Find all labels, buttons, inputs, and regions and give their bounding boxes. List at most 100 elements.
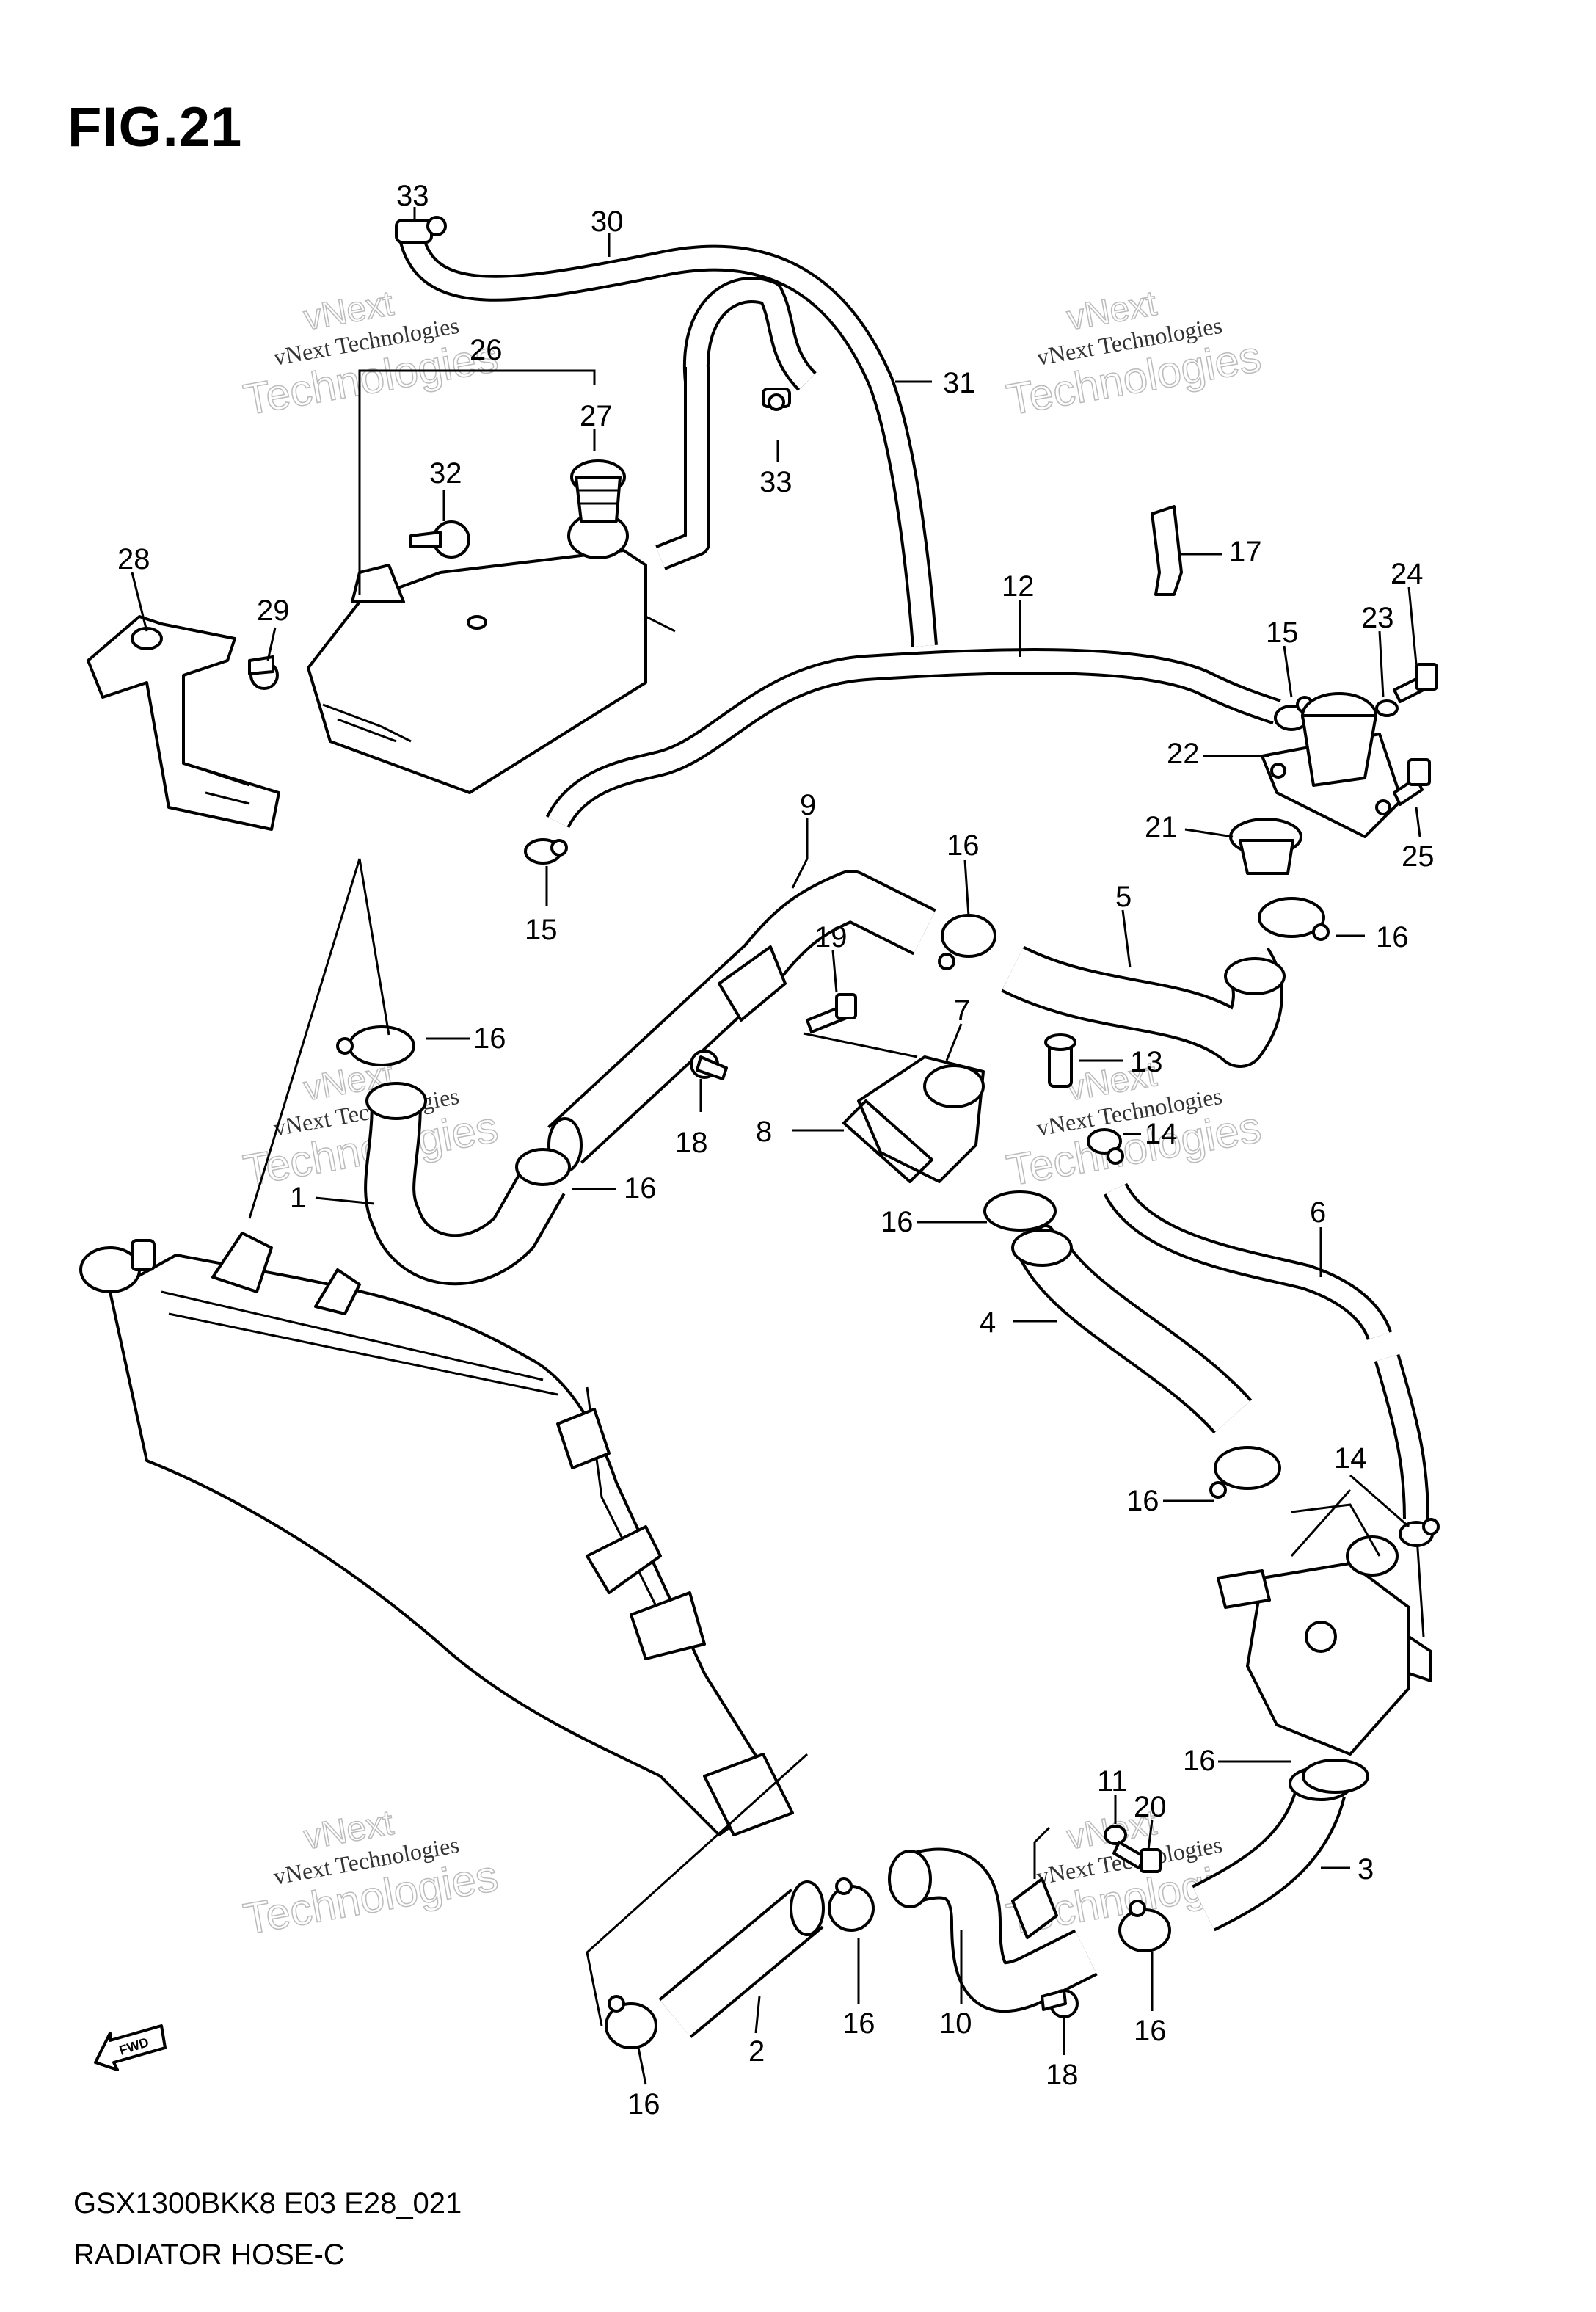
leader-lines-tank bbox=[131, 207, 932, 661]
leader-lines-pump bbox=[1013, 1227, 1410, 1763]
clamp-15-right bbox=[1274, 696, 1313, 731]
clamp-16-hose5 bbox=[1258, 897, 1330, 941]
bracket-28 bbox=[87, 615, 280, 831]
figure-title: FIG.21 bbox=[68, 96, 243, 159]
leader-lines-lower bbox=[586, 1753, 1350, 2085]
water-pump bbox=[1217, 1503, 1432, 1756]
callout-16h: 16 bbox=[1134, 2015, 1167, 2047]
callout-20: 20 bbox=[1134, 1791, 1167, 1823]
tank-breather-tube bbox=[655, 367, 710, 570]
bolt-19 bbox=[806, 993, 857, 1033]
radiator bbox=[79, 1232, 794, 1836]
callout-9: 9 bbox=[800, 789, 816, 821]
callout-27: 27 bbox=[580, 400, 613, 432]
o-ring-8 bbox=[842, 1099, 933, 1183]
clamp-14-upper bbox=[1087, 1128, 1124, 1165]
leader-lines-hose1 bbox=[248, 858, 616, 1219]
hose-10 bbox=[888, 1847, 1098, 2013]
figure-caption: RADIATOR HOSE-C bbox=[73, 2239, 345, 2271]
hose-2 bbox=[658, 1880, 825, 2038]
callout-16f: 16 bbox=[1126, 1485, 1159, 1517]
callout-23: 23 bbox=[1361, 602, 1394, 634]
callout-14b: 14 bbox=[1334, 1442, 1367, 1475]
callout-7: 7 bbox=[954, 995, 970, 1027]
bolt-20 bbox=[1112, 1841, 1162, 1873]
callout-3: 3 bbox=[1358, 1853, 1374, 1886]
clamp-16-hose9 bbox=[938, 914, 996, 970]
callout-16d: 16 bbox=[624, 1172, 657, 1204]
thermostat-cover-22 bbox=[1261, 692, 1403, 838]
watermark-2: Technologies vNext Technologies vNext bbox=[1002, 283, 1265, 425]
callout-18b: 18 bbox=[1046, 2059, 1079, 2091]
callout-16i: 16 bbox=[842, 2007, 875, 2040]
water-outlet-7 bbox=[857, 1055, 985, 1183]
callout-15a: 15 bbox=[1266, 617, 1299, 649]
callout-24: 24 bbox=[1391, 558, 1424, 590]
leader-lines-upper-right bbox=[545, 553, 1421, 906]
callout-11: 11 bbox=[1097, 1765, 1128, 1797]
clamp-16-hose1-top bbox=[336, 1025, 415, 1066]
watermark-4: Technologies vNext Technologies vNext bbox=[1002, 1054, 1265, 1196]
callout-10: 10 bbox=[939, 2007, 972, 2040]
hose-4 bbox=[1011, 1229, 1253, 1434]
hose-9 bbox=[547, 870, 936, 1173]
bolt-18-upper bbox=[690, 1050, 728, 1080]
washer-11 bbox=[1104, 1825, 1127, 1845]
callout-30: 30 bbox=[591, 206, 624, 238]
callout-33b: 33 bbox=[759, 466, 792, 498]
callout-4: 4 bbox=[980, 1306, 996, 1339]
thermostat-21 bbox=[1229, 818, 1302, 875]
bolt-25 bbox=[1393, 758, 1431, 806]
hose-9-bracket bbox=[718, 945, 787, 1022]
callout-16j: 16 bbox=[627, 2088, 660, 2120]
clamp-16-hose10 bbox=[1118, 1900, 1171, 1952]
clamp-16-pump-top bbox=[1209, 1446, 1281, 1499]
callout-18a: 18 bbox=[675, 1127, 708, 1159]
bolt-24 bbox=[1393, 663, 1438, 703]
callout-14a: 14 bbox=[1145, 1118, 1178, 1150]
clamp-33-lower bbox=[762, 388, 791, 411]
clamp-16-hose3 bbox=[1302, 1759, 1369, 1794]
bolt-29 bbox=[248, 655, 279, 690]
callout-22: 22 bbox=[1167, 738, 1200, 770]
callout-28: 28 bbox=[117, 543, 150, 575]
fwd-arrow: FWD bbox=[94, 2024, 167, 2071]
reservoir-cap-27 bbox=[570, 459, 626, 523]
callout-12: 12 bbox=[1002, 570, 1035, 603]
callout-29: 29 bbox=[257, 595, 290, 627]
watermark-5: Technologies vNext Technologies vNext bbox=[239, 1803, 502, 1944]
reservoir-tank bbox=[307, 512, 676, 794]
hose-1 bbox=[364, 1082, 566, 1286]
hose-6 bbox=[1103, 1182, 1429, 1520]
callout-16c: 16 bbox=[473, 1022, 506, 1055]
callout-19: 19 bbox=[815, 921, 848, 953]
leader-lines-middle bbox=[699, 818, 1365, 1224]
clamp-15-left bbox=[524, 838, 568, 865]
callout-13: 13 bbox=[1130, 1046, 1163, 1078]
clamp-14-lower bbox=[1399, 1518, 1440, 1547]
hose-30 bbox=[398, 231, 938, 647]
clamp-16-hose2-left bbox=[605, 1995, 657, 2049]
callout-31: 31 bbox=[943, 367, 976, 399]
hose-5 bbox=[1001, 945, 1286, 1068]
strap-17 bbox=[1151, 505, 1183, 596]
fitting-13 bbox=[1044, 1033, 1076, 1088]
callout-26: 26 bbox=[470, 334, 503, 366]
callout-33a: 33 bbox=[396, 180, 429, 212]
callout-16a: 16 bbox=[947, 829, 980, 862]
clamp-16-hose2-right bbox=[828, 1877, 875, 1932]
callout-25: 25 bbox=[1402, 840, 1435, 873]
clamp-16-hose1-bottom bbox=[515, 1148, 571, 1186]
callout-8: 8 bbox=[756, 1116, 772, 1148]
callout-1: 1 bbox=[290, 1182, 306, 1214]
callout-21: 21 bbox=[1145, 811, 1178, 843]
callout-6: 6 bbox=[1310, 1196, 1326, 1229]
callout-15b: 15 bbox=[525, 914, 558, 946]
hose-10-bracket bbox=[1011, 1877, 1058, 1939]
bolt-32 bbox=[409, 520, 470, 559]
clamp-33-top bbox=[395, 216, 447, 244]
callout-16g: 16 bbox=[1183, 1745, 1216, 1777]
callout-16e: 16 bbox=[881, 1206, 914, 1238]
bolt-18-lower bbox=[1041, 1989, 1079, 2018]
